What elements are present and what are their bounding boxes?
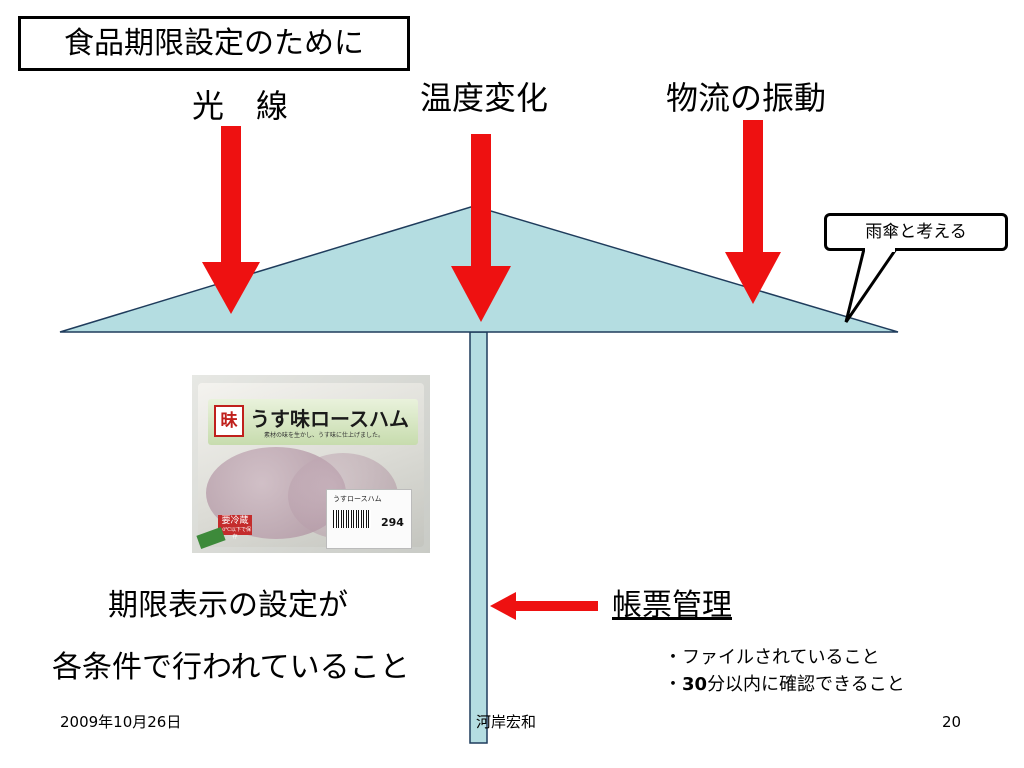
note-number: 30 [682, 674, 708, 695]
footer-author: 河岸宏和 [476, 713, 537, 731]
storage-badge: 要冷蔵 10℃以下で保存 [218, 515, 252, 540]
ledger-management-heading: 帳票管理 [612, 588, 732, 623]
storage-badge-sub: 10℃以下で保存 [219, 527, 251, 540]
callout-bubble: 雨傘と考える [824, 213, 1008, 251]
note-rest: 分以内に確認できること [707, 674, 905, 695]
product-name: うす味ロースハム [250, 407, 409, 431]
footer-date: 2009年10月26日 [60, 713, 182, 731]
corner-mark [196, 526, 226, 550]
product-photo: 昧 うす味ロースハム 素材の味を生かし、うす味に仕上げました。 うすロースハム … [192, 375, 430, 553]
storage-badge-text: 要冷蔵 [221, 516, 249, 526]
note-item-30min: ・30分以内に確認できること [664, 671, 905, 698]
label-title: うすロースハム [333, 495, 382, 503]
force-label-light: 光 線 [192, 87, 289, 125]
price-label: うすロースハム 294 [326, 489, 412, 549]
force-label-vibration: 物流の振動 [666, 79, 827, 117]
main-text-line-1: 期限表示の設定が [108, 588, 348, 623]
main-text-line-2: 各条件で行われていること [52, 650, 410, 685]
ledger-notes: ・ファイルされていること ・30分以内に確認できること [664, 644, 905, 698]
ledger-arrow [490, 592, 598, 620]
ham-package: 昧 うす味ロースハム 素材の味を生かし、うす味に仕上げました。 うすロースハム … [196, 383, 424, 550]
force-label-temperature: 温度変化 [420, 79, 549, 117]
footer-page-number: 20 [942, 713, 962, 731]
note-bullet: ・ [664, 674, 682, 695]
price-value: 294 [381, 516, 404, 529]
barcode [333, 510, 371, 528]
package-banner: 昧 うす味ロースハム 素材の味を生かし、うす味に仕上げました。 [208, 399, 418, 445]
slide-title: 食品期限設定のために [18, 16, 410, 71]
note-item-filed: ・ファイルされていること [664, 647, 880, 668]
umbrella-shaft [469, 331, 488, 744]
force-arrow-light [202, 126, 260, 314]
force-arrow-vibration [725, 120, 781, 304]
force-arrow-temperature [451, 134, 511, 322]
brand-logo: 昧 [214, 405, 244, 437]
product-tagline: 素材の味を生かし、うす味に仕上げました。 [264, 432, 385, 439]
callout-pointer [844, 247, 899, 323]
callout-joint [865, 246, 895, 252]
